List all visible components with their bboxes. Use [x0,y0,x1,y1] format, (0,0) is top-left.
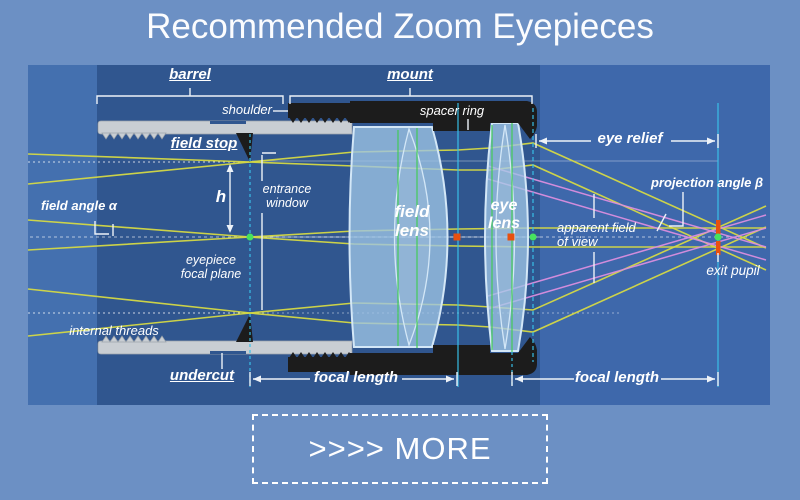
eyepiece-focal-plane-label: eyepiece focal plane [180,253,242,281]
spacer-ring-top [433,123,490,131]
field-angle-label: field angle α [41,198,117,213]
page-title: Recommended Zoom Eyepieces [146,7,654,46]
eye-lens-shape [484,122,529,352]
h-label: h [215,187,227,206]
field-stop-edges [236,133,253,342]
entrance-window-label: entrance window [262,182,312,210]
projection-angle-tick [656,213,667,232]
more-button[interactable]: >>>> MORE [252,414,548,484]
mount-bracket [289,88,533,104]
mount-label: mount [387,66,433,83]
field-lens-label: field lens [394,202,430,240]
exit-pupil-center-dot [714,233,722,241]
eye-lens-label: eye lens [487,197,521,232]
mount-threads-top [289,117,352,123]
barrel-label: barrel [169,66,211,83]
principal-point-eye-lens [507,233,515,241]
focal-point-dot-left [246,233,254,241]
entrance-window-line [261,152,276,310]
undercut-notch-top [210,121,246,124]
projection-angle-leader [669,192,684,227]
barrel-metal [97,120,353,355]
mount-threads-bottom [289,352,352,358]
barrel-bracket [96,88,284,104]
undercut-label: undercut [169,367,235,384]
field-angle-mark [94,221,109,235]
spacer-ring-label: spacer ring [419,103,485,118]
mount-end-top [518,101,537,139]
more-button-label: >>>> MORE [308,431,492,466]
principal-point-field-lens [453,233,461,241]
internal-threads-label: internal threads [69,323,159,338]
exit-pupil-marker [716,220,721,234]
dimensions [94,88,719,386]
barrel-threads-bottom [101,335,167,343]
mount-end-bottom [518,337,537,375]
shoulder-label: shoulder [222,102,272,117]
barrel-threads-top [101,132,167,140]
focal-length-right-label: focal length [574,369,660,386]
undercut-notch-bottom [210,351,246,354]
markers [246,220,722,255]
spacer-ring-bottom [433,345,490,353]
field-stop-label: field stop [170,135,238,152]
focal-length-left-label: focal length [313,369,399,386]
exit-pupil-label: exit pupil [706,263,760,278]
eye-relief-label: eye relief [597,130,663,147]
projection-angle-label: projection angle β [650,175,764,190]
eye-lens-axis-dot [529,233,537,241]
apparent-field-label: apparent field of view [557,220,636,250]
mount-metal [288,101,537,375]
